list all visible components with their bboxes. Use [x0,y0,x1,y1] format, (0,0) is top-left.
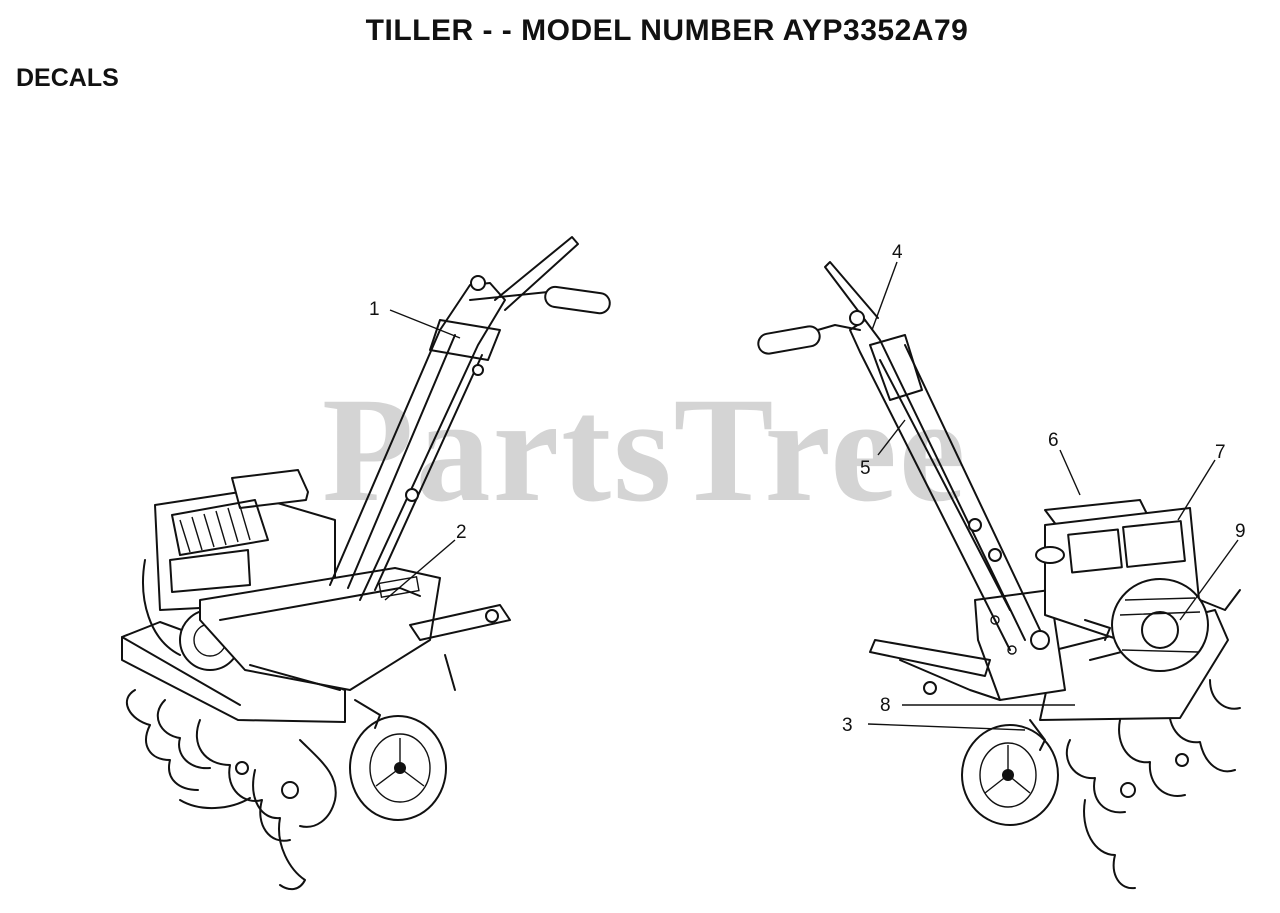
right-tines [1065,679,1241,890]
right-wheel [961,719,1059,826]
left-belt-cover [199,567,441,691]
callout-4: 4 [892,242,903,263]
right-tiller-drawing [757,261,1241,890]
callout-2: 2 [456,522,467,543]
left-tines [126,689,337,891]
callout-3: 3 [842,715,853,736]
left-tine-shield [121,621,346,723]
callout-9: 9 [1235,521,1246,542]
left-engine [142,469,336,671]
callout-6: 6 [1048,430,1059,451]
right-engine [1035,499,1241,672]
callout-1: 1 [369,299,380,320]
page-title: TILLER - - MODEL NUMBER AYP3352A79 [365,14,969,47]
callout-8: 8 [880,695,891,716]
callout-7: 7 [1215,442,1226,463]
left-handle [329,236,611,601]
left-tiller-drawing [121,236,611,891]
callout-leaders [384,261,1239,731]
callout-labels: 1 2 3 4 5 6 7 8 9 [369,242,1246,736]
left-wheel [349,699,447,821]
right-handle [757,261,1050,651]
section-heading: DECALS [16,64,119,92]
callout-5: 5 [860,458,871,479]
